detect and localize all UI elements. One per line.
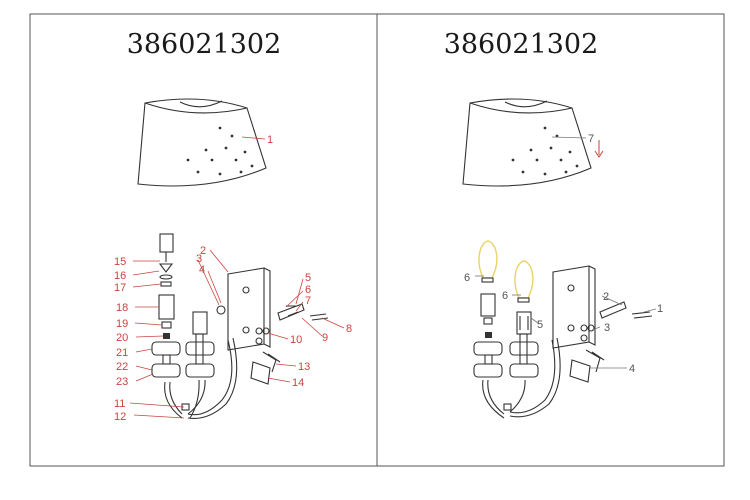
leaders-right xyxy=(475,136,657,369)
bulbs-drawing xyxy=(478,240,534,303)
callout: 9 xyxy=(322,332,328,344)
callout: 6 xyxy=(305,284,311,296)
callout: 2 xyxy=(603,291,609,303)
callout: 21 xyxy=(116,347,128,359)
callout: 1 xyxy=(267,134,273,146)
callout: 1 xyxy=(657,303,663,315)
callout: 15 xyxy=(114,256,126,268)
callout: 18 xyxy=(116,302,128,314)
shade-drawing xyxy=(462,98,604,187)
panel-left-title: 386021302 xyxy=(127,29,282,60)
callout: 5 xyxy=(305,272,311,284)
callout: 19 xyxy=(116,318,128,330)
callout: 16 xyxy=(114,270,126,282)
shade-drawing xyxy=(137,98,267,187)
mounting-hardware xyxy=(255,303,329,345)
callout: 7 xyxy=(588,133,594,145)
panel-right-title: 386021302 xyxy=(444,29,599,60)
mounting-hardware xyxy=(580,301,653,342)
callout: 22 xyxy=(116,361,128,373)
leaders-left xyxy=(129,136,345,419)
callout: 23 xyxy=(116,376,128,388)
callout: 4 xyxy=(629,363,635,375)
junction-box-drawing xyxy=(569,349,605,383)
callout: 5 xyxy=(537,319,543,331)
callouts-left: 1 2 3 4 5 6 7 8 9 10 11 12 13 14 15 16 1… xyxy=(114,134,352,423)
callout: 13 xyxy=(298,361,310,373)
callouts-right: 1 2 3 4 5 6 6 7 xyxy=(464,133,663,375)
wall-plate-drawing xyxy=(216,267,271,351)
callout: 2 xyxy=(200,245,206,257)
callout: 3 xyxy=(196,253,202,265)
callout: 6 xyxy=(502,290,508,302)
callout: 7 xyxy=(305,295,311,307)
panel-right: 386021302 xyxy=(444,29,663,419)
panel-left: 386021302 xyxy=(114,29,352,423)
callout: 11 xyxy=(114,398,125,410)
callout: 17 xyxy=(114,282,126,294)
callout: 4 xyxy=(199,264,205,276)
callout: 14 xyxy=(292,377,304,389)
wall-plate-drawing xyxy=(552,265,596,349)
socket-stack-drawing xyxy=(473,293,561,419)
junction-box-drawing xyxy=(250,351,281,385)
callout: 8 xyxy=(346,323,352,335)
callout: 6 xyxy=(464,272,470,284)
callout: 3 xyxy=(604,322,610,334)
arms-drawing xyxy=(164,337,238,419)
callout: 12 xyxy=(114,411,126,423)
callout: 10 xyxy=(290,334,302,346)
callout: 20 xyxy=(116,332,128,344)
